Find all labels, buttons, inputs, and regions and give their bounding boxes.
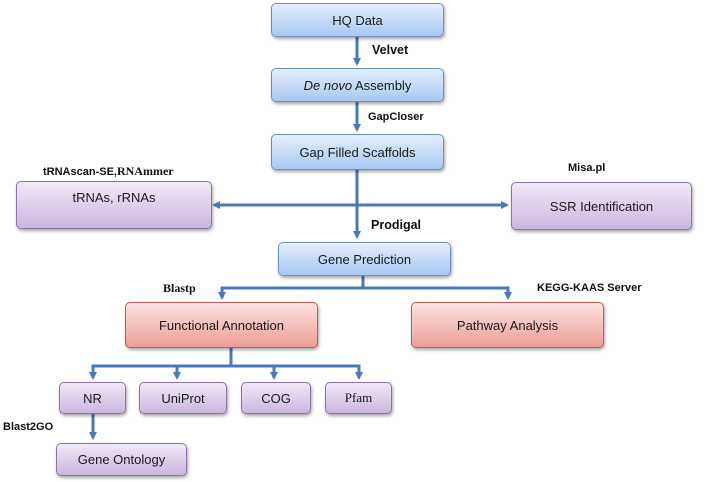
label-kegg: KEGG-KAAS Server — [537, 282, 642, 294]
pfam-label: Pfam — [344, 390, 373, 405]
trnas-rrnas-box: tRNAs, rRNAs — [16, 181, 212, 229]
label-prodigal: Prodigal — [371, 218, 422, 232]
label-misa: Misa.pl — [568, 162, 606, 174]
arrow-to-nr — [89, 348, 233, 380]
label-blastp: Blastp — [163, 281, 196, 295]
nr-label: NR — [83, 390, 102, 406]
gene-prediction-label: Gene Prediction — [317, 251, 412, 267]
gene-ontology-box: Gene Ontology — [56, 443, 187, 476]
functional-annotation-box: Functional Annotation — [125, 302, 318, 348]
cog-label: COG — [261, 390, 291, 406]
gap-filled-label: Gap Filled Scaffolds — [299, 144, 416, 160]
gene-prediction-box: Gene Prediction — [278, 242, 451, 276]
gene-ontology-label: Gene Ontology — [77, 452, 166, 467]
arrow-to-cog-pfam — [231, 364, 363, 380]
pathway-analysis-label: Pathway Analysis — [456, 317, 559, 333]
label-rnammer: RNAmmer — [116, 164, 174, 178]
label-trnascan: tRNAscan-SE, — [43, 166, 117, 178]
assembly-text: Assembly — [352, 77, 412, 93]
arrow-to-pathway — [363, 286, 512, 300]
arrow-to-functional — [218, 276, 365, 300]
gap-filled-scaffolds-box: Gap Filled Scaffolds — [271, 134, 444, 170]
nr-box: NR — [59, 382, 126, 414]
label-blast2go: Blast2GO — [3, 421, 54, 433]
de-novo-italic-text: De novo — [303, 77, 353, 93]
uniprot-label: UniProt — [161, 390, 205, 406]
label-trnascan-rnammer: tRNAscan-SE,RNAmmer — [43, 162, 174, 180]
label-velvet: Velvet — [372, 43, 409, 57]
pathway-analysis-box: Pathway Analysis — [411, 302, 604, 348]
uniprot-box: UniProt — [139, 382, 227, 414]
hq-data-label: HQ Data — [332, 12, 383, 28]
trnas-rrnas-label: tRNAs, rRNAs — [72, 190, 156, 205]
functional-annotation-label: Functional Annotation — [158, 317, 285, 333]
hq-data-box: HQ Data — [271, 3, 444, 37]
pfam-box: Pfam — [325, 382, 392, 414]
label-gapcloser: GapCloser — [368, 111, 424, 123]
ssr-label: SSR Identification — [549, 198, 654, 214]
cog-box: COG — [241, 382, 311, 414]
ssr-identification-box: SSR Identification — [511, 182, 692, 230]
de-novo-label: De novo Assembly — [304, 78, 412, 93]
de-novo-assembly-box: De novo Assembly — [271, 68, 444, 102]
